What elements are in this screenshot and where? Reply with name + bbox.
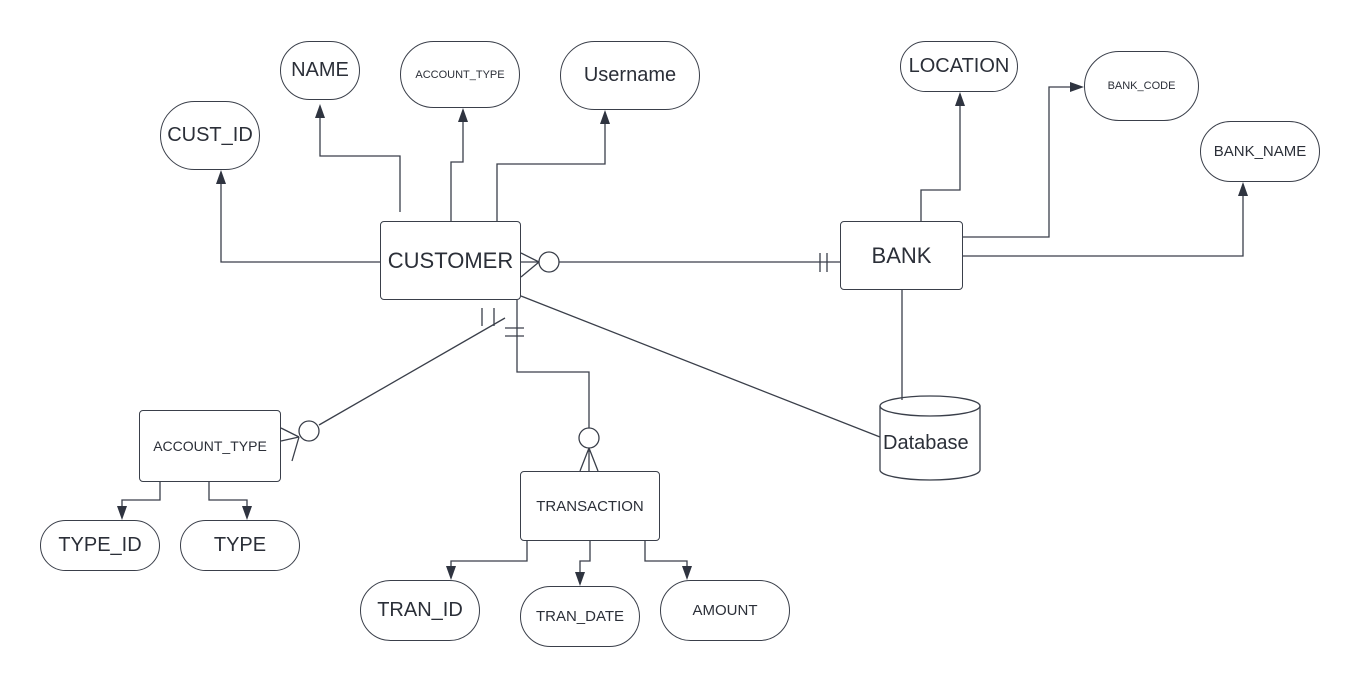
- arrowhead-type: [242, 506, 252, 520]
- connector-transaction-tran-id: [450, 541, 528, 566]
- crowfoot-account-type: [280, 427, 300, 462]
- connector-transaction-amount: [644, 541, 688, 566]
- arrowhead-location: [955, 92, 965, 106]
- cardinality-zero-customer-bank: [538, 251, 560, 273]
- attribute-amount[interactable]: AMOUNT: [660, 580, 790, 641]
- arrowhead-tran-id: [446, 566, 456, 580]
- connector-customer-transaction: [516, 300, 590, 428]
- arrowhead-tran-date: [575, 572, 585, 586]
- database-label[interactable]: Database: [883, 432, 969, 454]
- connector-bank-name: [963, 196, 1244, 257]
- attribute-name[interactable]: NAME: [280, 41, 360, 100]
- entity-customer[interactable]: CUSTOMER: [380, 221, 521, 300]
- attribute-username[interactable]: Username: [560, 41, 700, 110]
- cardinality-zero-account-type: [298, 420, 320, 442]
- entity-account-type[interactable]: ACCOUNT_TYPE: [139, 410, 281, 482]
- attribute-type-id[interactable]: TYPE_ID: [40, 520, 160, 571]
- connector-customer-database: [520, 295, 881, 438]
- arrowhead-username: [600, 110, 610, 124]
- connector-bank-code: [963, 86, 1070, 238]
- connector-customer-cust-id: [220, 184, 380, 263]
- connector-bank-location: [920, 106, 961, 221]
- crowfoot-transaction: [579, 447, 599, 472]
- connector-customer-account-type: [318, 317, 506, 426]
- arrowhead-cust-id: [216, 170, 226, 184]
- crowfoot-customer-bank: [520, 252, 540, 278]
- connector-customer-name: [319, 118, 401, 212]
- connector-account-type-type: [208, 482, 248, 506]
- attribute-tran-id[interactable]: TRAN_ID: [360, 580, 480, 641]
- cardinality-zero-transaction: [578, 427, 600, 449]
- arrowhead-bank-code: [1070, 82, 1084, 92]
- database-cylinder: [879, 406, 981, 481]
- entity-bank[interactable]: BANK: [840, 221, 963, 290]
- attribute-tran-date[interactable]: TRAN_DATE: [520, 586, 640, 647]
- arrowhead-name: [315, 104, 325, 118]
- cardinality-one-customer-left: [481, 308, 495, 326]
- attribute-cust-id[interactable]: CUST_ID: [160, 101, 260, 170]
- connector-account-type-type-id: [121, 482, 161, 506]
- connector-customer-account-type-attr: [450, 122, 464, 221]
- attribute-account-type[interactable]: ACCOUNT_TYPE: [400, 41, 520, 108]
- arrowhead-type-id: [117, 506, 127, 520]
- arrowhead-bank-name: [1238, 182, 1248, 196]
- arrowhead-account-type-attr: [458, 108, 468, 122]
- entity-transaction[interactable]: TRANSACTION: [520, 471, 660, 541]
- cardinality-one-customer-bottom: [505, 327, 524, 337]
- attribute-type[interactable]: TYPE: [180, 520, 300, 571]
- connector-customer-username: [496, 124, 606, 221]
- attribute-location[interactable]: LOCATION: [900, 41, 1018, 92]
- arrowhead-amount: [682, 566, 692, 580]
- attribute-bank-name[interactable]: BANK_NAME: [1200, 121, 1320, 182]
- database-cylinder-top: [879, 395, 981, 417]
- connector-transaction-tran-date: [579, 541, 591, 572]
- attribute-bank-code[interactable]: BANK_CODE: [1084, 51, 1199, 121]
- cardinality-one-bank: [819, 253, 828, 272]
